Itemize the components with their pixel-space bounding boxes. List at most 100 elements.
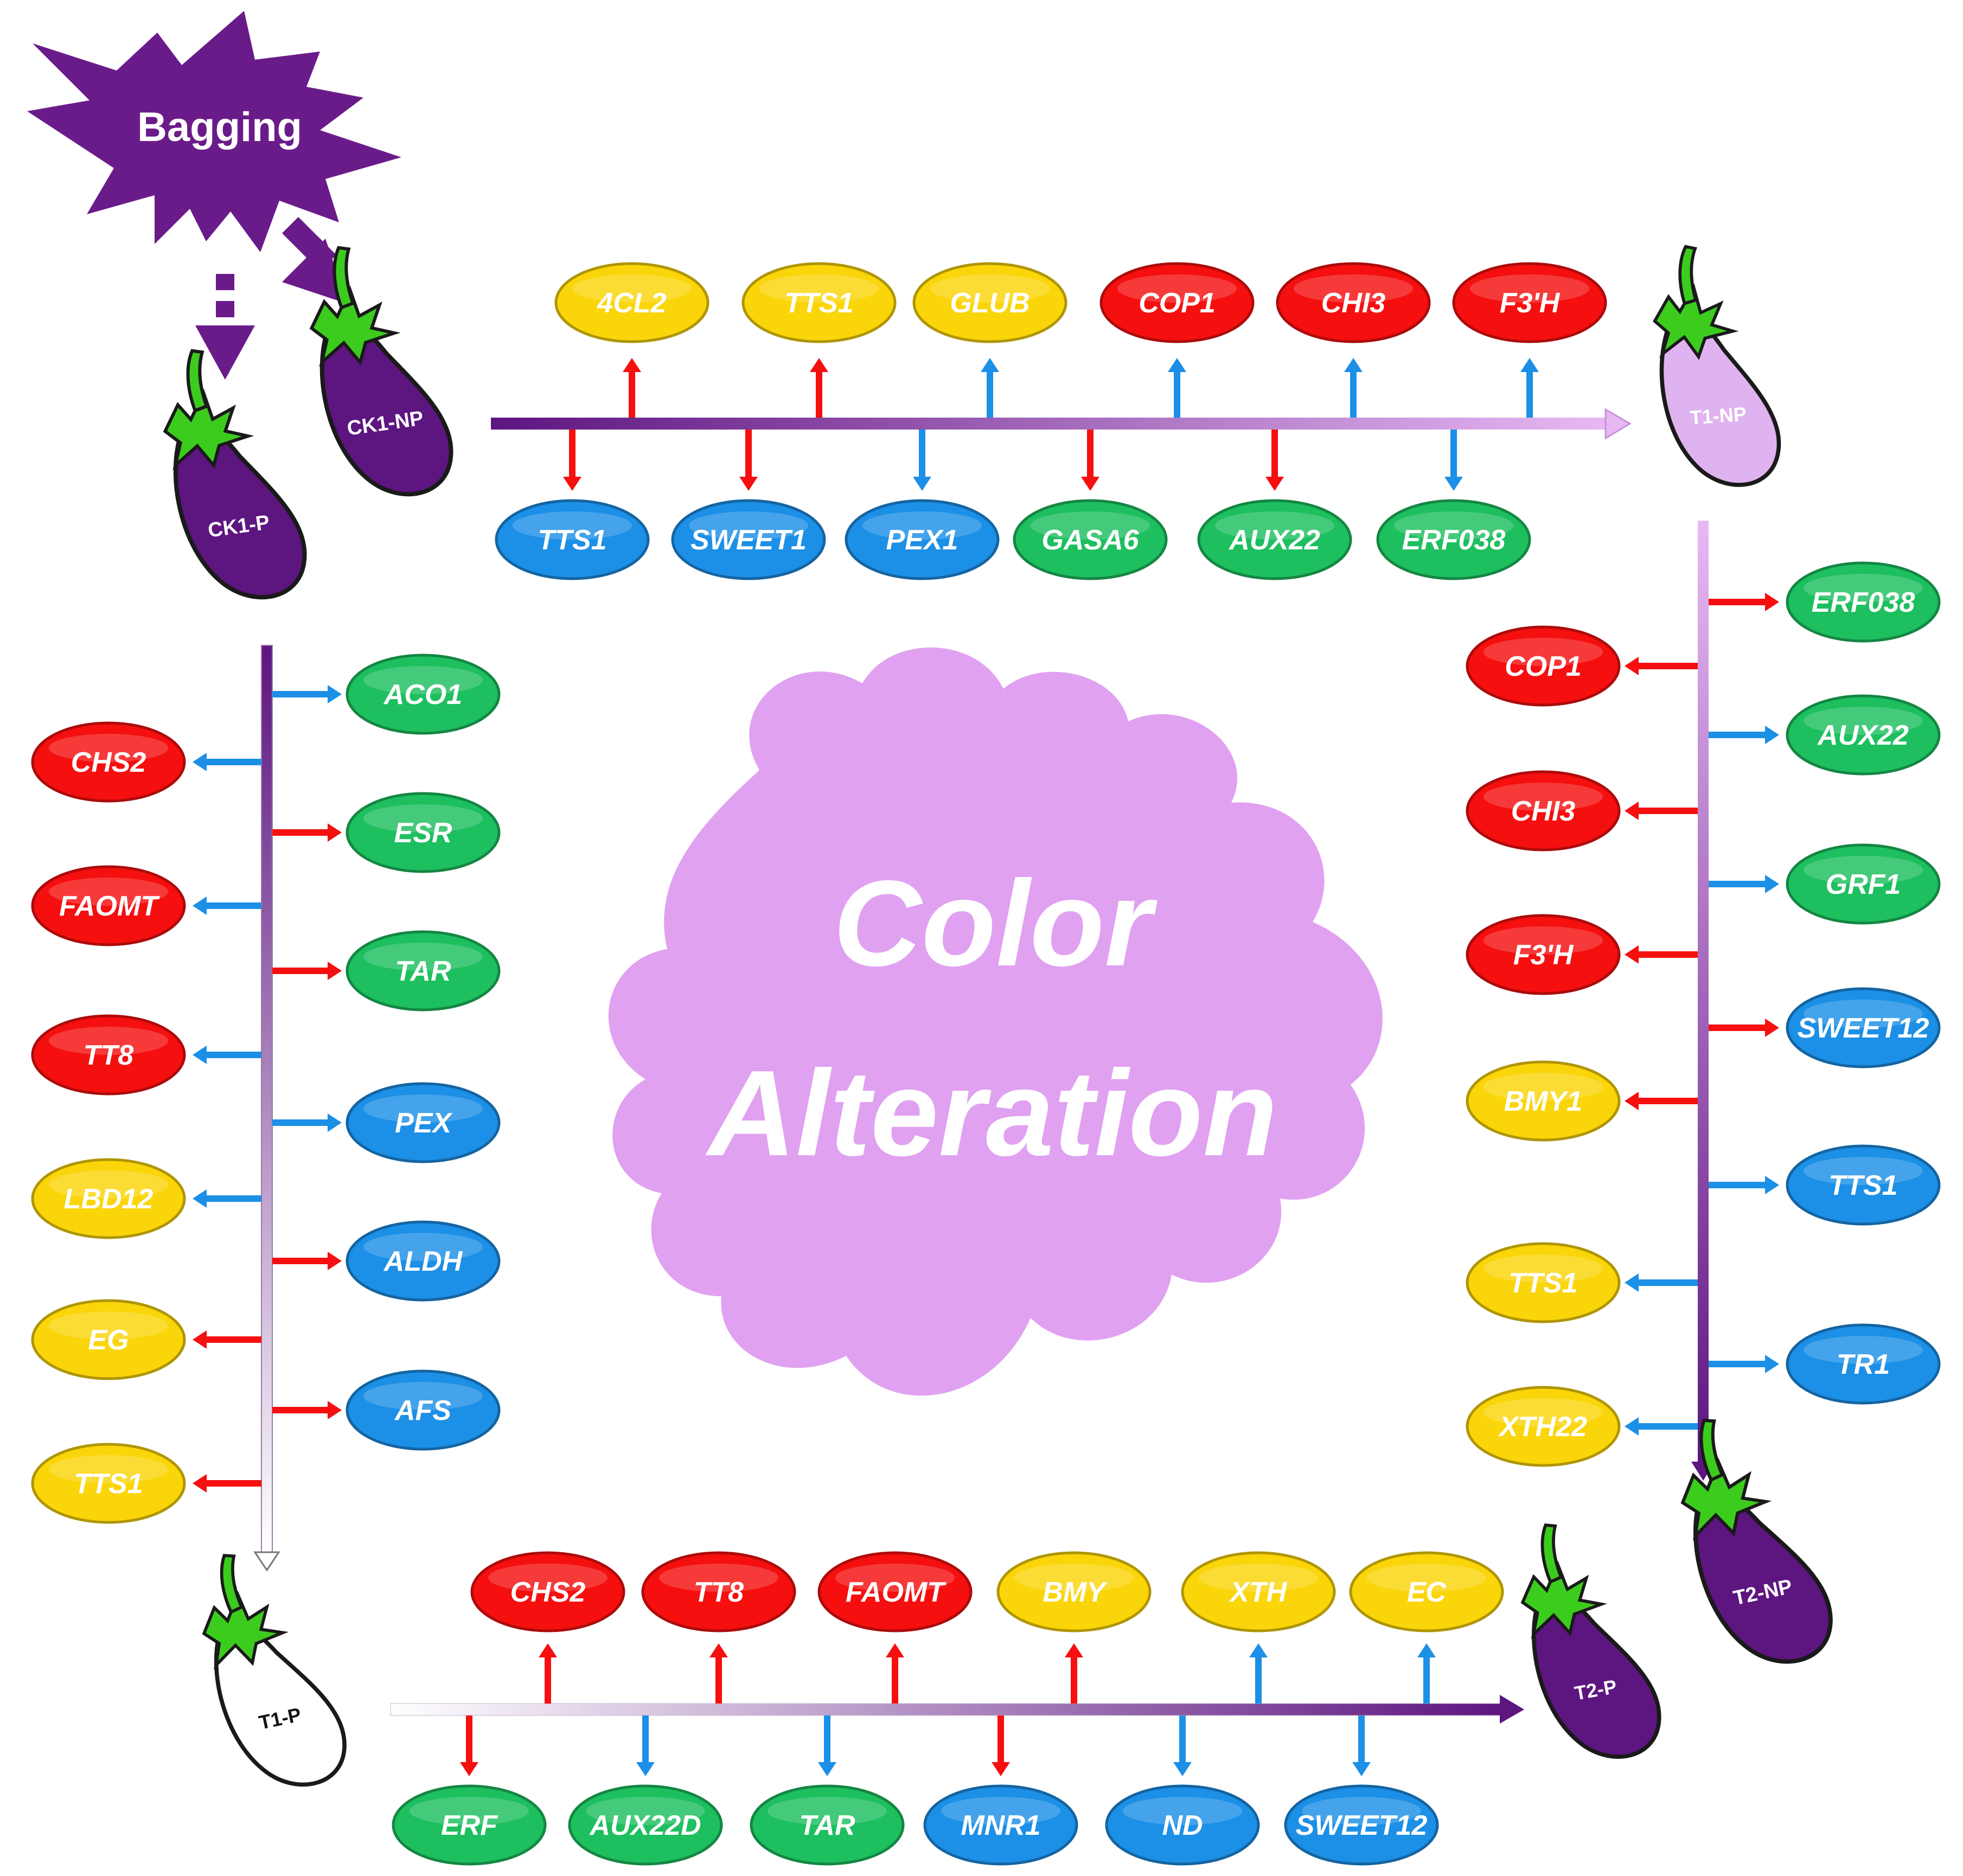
gene-oval (1013, 499, 1168, 580)
arrow-shaft (1087, 430, 1094, 477)
arrow-shaft (207, 1052, 261, 1058)
gene-node-tts1: TTS1 (1786, 1144, 1941, 1226)
gene-oval-highlight (49, 1170, 168, 1199)
gene-label: TTS1 (784, 287, 853, 319)
arrow-down-tts1 (563, 430, 581, 491)
arrow-up-chi3 (1344, 358, 1363, 418)
arrow-shaft (207, 902, 261, 909)
arrow-left-chi3 (1625, 802, 1698, 820)
top-axis-head (1604, 408, 1632, 440)
center-line-1: Color (833, 855, 1158, 991)
gene-oval (641, 1551, 796, 1632)
gene-oval (346, 1082, 501, 1163)
fruit-label: T1-NP (1689, 402, 1747, 428)
gene-node-cop1: COP1 (1099, 262, 1255, 343)
gene-node-erf038: ERF038 (1376, 499, 1531, 580)
arrow-shaft (1639, 1279, 1698, 1286)
arrow-head (818, 1762, 836, 1776)
gene-label: F3'H (1500, 287, 1561, 319)
gene-oval-highlight (410, 1797, 529, 1825)
arrow-head (1765, 1355, 1779, 1373)
gene-label: CHI3 (1321, 287, 1386, 319)
arrow-up-cop1 (1168, 358, 1186, 418)
gene-oval-highlight (659, 1564, 778, 1592)
arrow-shaft (207, 1195, 261, 1202)
gene-label: SWEET1 (690, 524, 807, 556)
left-axis (261, 645, 273, 1554)
arrow-right-sweet12 (1709, 1019, 1779, 1037)
arrow-shaft (569, 430, 576, 477)
fruit-t1-np: T1-NP (1653, 245, 1781, 487)
arrow-head (1265, 477, 1284, 491)
fruit-t2-p: T2-P (1520, 1523, 1661, 1759)
gene-label: TAR (395, 956, 451, 987)
fruit-ck1-p: CK1-P (163, 349, 307, 600)
arrow-shaft (892, 1657, 898, 1704)
arrow-right-grf1 (1709, 875, 1779, 893)
eggplant-stem (186, 349, 209, 413)
gene-oval (741, 262, 897, 343)
eggplant-body (1531, 1592, 1661, 1759)
arrow-down-tar (818, 1715, 836, 1776)
arrow-up-4cl2 (623, 358, 641, 418)
gene-oval-highlight (49, 1311, 168, 1340)
gene-oval (31, 1158, 186, 1239)
gene-node-aco1: ACO1 (346, 654, 501, 735)
arrow-head (1444, 477, 1463, 491)
eggplant-body (319, 318, 453, 497)
gene-label: AUX22 (1817, 720, 1909, 751)
arrow-head (1625, 657, 1639, 675)
gene-node-tr1: TR1 (1786, 1323, 1941, 1405)
arrow-head (193, 753, 207, 771)
fruit-t2-np: T2-NP (1680, 1418, 1833, 1664)
gene-oval (1276, 262, 1431, 343)
gene-label: ND (1162, 1810, 1203, 1841)
gene-node-lbd12: LBD12 (31, 1158, 186, 1239)
gene-node-ec: EC (1349, 1551, 1504, 1632)
arrow-left-tt8 (193, 1046, 261, 1064)
arrow-shaft (1709, 1361, 1765, 1367)
gene-oval (1452, 262, 1607, 343)
arrow-shaft (1709, 599, 1765, 605)
arrow-left-xth22 (1625, 1417, 1698, 1436)
gene-oval-highlight (1123, 1797, 1242, 1825)
gene-node-tar: TAR (750, 1784, 905, 1866)
gene-node-faomt: FAOMT (31, 865, 186, 946)
arrow-shaft (207, 1336, 261, 1343)
arrow-head (1173, 1762, 1192, 1776)
eggplant-calyx (163, 388, 254, 470)
gene-label: FAOMT (59, 891, 160, 922)
arrow-head (1065, 1643, 1083, 1657)
arrow-left-faomt (193, 897, 261, 915)
gene-oval (568, 1784, 723, 1866)
arrow-head (1520, 358, 1539, 372)
gene-node-aux22: AUX22 (1197, 499, 1352, 580)
gene-node-sweet1: SWEET1 (671, 499, 826, 580)
arrow-shaft (272, 968, 328, 974)
arrow-head (636, 1762, 655, 1776)
arrow-shaft (1071, 1657, 1077, 1704)
arrow-head (1765, 1176, 1779, 1194)
gene-oval-highlight (862, 511, 982, 540)
arrow-head (1765, 726, 1779, 744)
gene-oval-highlight (1484, 926, 1603, 955)
arrow-up-bmy (1065, 1643, 1083, 1704)
eggplant-stem (333, 246, 355, 310)
gene-label: ACO1 (383, 679, 462, 710)
arrow-shaft (1639, 951, 1698, 958)
arrow-head (810, 358, 828, 372)
gene-label: ESR (394, 817, 452, 849)
arrow-head (1625, 1092, 1639, 1110)
gene-node-tts1: TTS1 (495, 499, 650, 580)
arrow-head (193, 1189, 207, 1208)
gene-oval (1284, 1784, 1439, 1866)
gene-oval-highlight (1804, 1000, 1923, 1028)
arrow-head (913, 477, 931, 491)
gene-label: LBD12 (64, 1183, 154, 1215)
arrow-shaft (1271, 430, 1278, 477)
gene-node-nd: ND (1105, 1784, 1260, 1866)
arrow-right-tr1 (1709, 1355, 1779, 1373)
gene-node-aux22: AUX22 (1786, 694, 1941, 776)
eggplant-calyx (202, 1591, 289, 1670)
